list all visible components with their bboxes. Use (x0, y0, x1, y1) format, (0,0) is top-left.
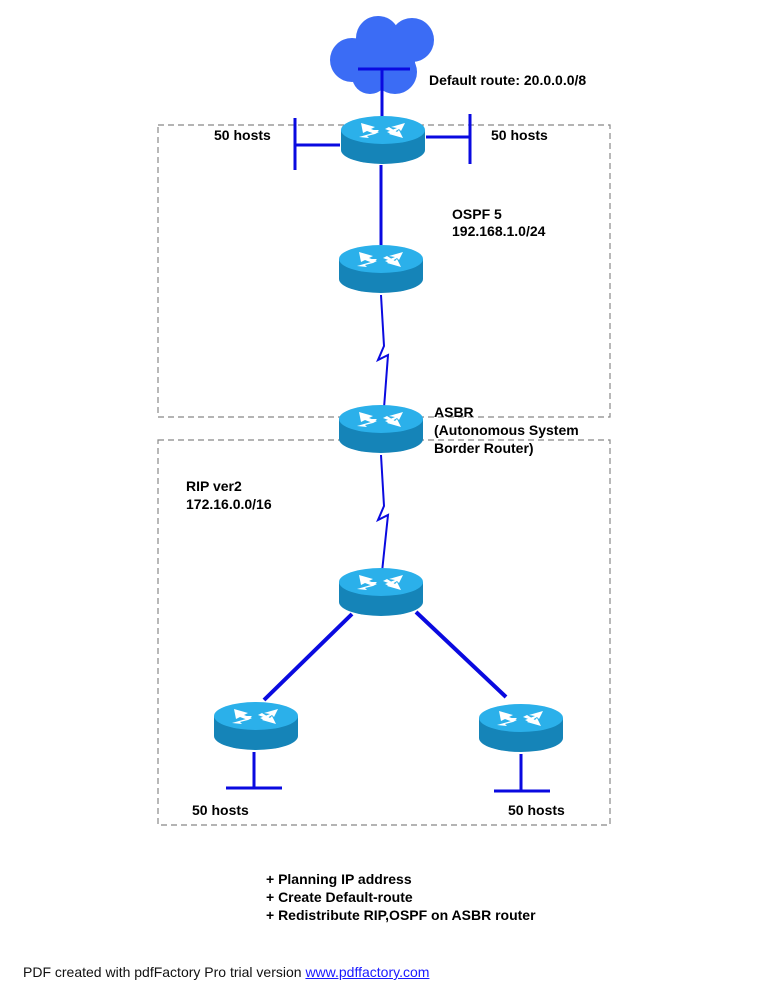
rip-zone-name: RIP ver2 (186, 478, 242, 494)
router-asbr-icon (339, 405, 423, 453)
hosts-label-bottom-right: 50 hosts (508, 802, 565, 818)
asbr-label-line1: ASBR (434, 404, 474, 420)
router-edge-icon (341, 116, 425, 164)
internet-cloud-icon (330, 16, 434, 94)
default-route-label: Default route: 20.0.0.0/8 (429, 72, 587, 88)
asbr-label-line3: Border Router) (434, 440, 534, 456)
router-rip-left-icon (214, 702, 298, 750)
router-rip-core-icon (339, 568, 423, 616)
task-item: + Redistribute RIP,OSPF on ASBR router (266, 907, 536, 923)
pdffactory-link[interactable]: www.pdffactory.com (305, 964, 430, 980)
link-rip-core-right (414, 610, 508, 699)
link-rip-core-left (262, 612, 354, 702)
task-item: + Create Default-route (266, 889, 413, 905)
task-list: + Planning IP address + Create Default-r… (266, 870, 536, 924)
rip-zone-network: 172.16.0.0/16 (186, 496, 272, 512)
hosts-label-bottom-left: 50 hosts (192, 802, 249, 818)
router-rip-right-icon (479, 704, 563, 752)
router-ospf-icon (339, 245, 423, 293)
pdf-footer: PDF created with pdfFactory Pro trial ve… (23, 964, 429, 980)
task-item: + Planning IP address (266, 871, 412, 887)
ospf-zone-name: OSPF 5 (452, 206, 502, 222)
ospf-zone-network: 192.168.1.0/24 (452, 223, 546, 239)
hosts-label-top-right: 50 hosts (491, 127, 548, 143)
link-ospf-asbr-serial (376, 294, 390, 409)
hosts-label-top-left: 50 hosts (214, 127, 271, 143)
link-asbr-rip-serial (376, 454, 390, 573)
footer-text: PDF created with pdfFactory Pro trial ve… (23, 964, 306, 980)
asbr-label-line2: (Autonomous System (434, 422, 579, 438)
